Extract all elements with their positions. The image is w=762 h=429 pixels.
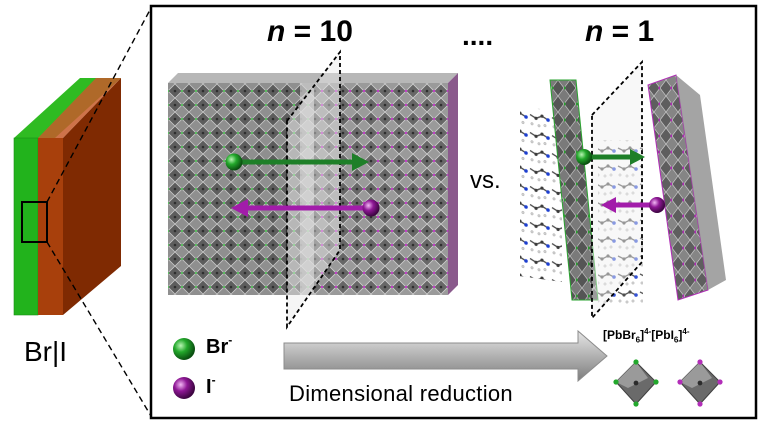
octahedra-formula-label: [PbBr6]4-[PbI6]4- bbox=[603, 327, 690, 344]
zoom-line-bottom bbox=[46, 241, 152, 417]
n1-label-value: = 1 bbox=[611, 15, 655, 48]
n1-bromide-ion-icon bbox=[576, 149, 592, 165]
pbbr6-prefix: [PbBr bbox=[603, 328, 636, 342]
n10-label-n: n bbox=[267, 15, 286, 48]
n1-iodide-migration-arrow bbox=[601, 197, 655, 213]
n10-label: n = 10 bbox=[267, 15, 353, 49]
heterojunction-slab bbox=[13, 78, 121, 316]
pbi6-prefix: [PbI bbox=[651, 328, 674, 342]
legend-iodide-charge: - bbox=[211, 373, 216, 387]
legend-bromide-icon bbox=[173, 338, 195, 360]
pbi6-sub: 6 bbox=[673, 335, 679, 345]
pbbr6-formula: [PbBr6]4- bbox=[603, 327, 652, 345]
n1-layered-structure bbox=[520, 74, 726, 305]
legend-bromide-label: Br- bbox=[206, 333, 233, 359]
interface-label: Br|I bbox=[24, 336, 68, 367]
pbbr6-bracket: ] bbox=[640, 328, 645, 342]
legend-iodide-text: I bbox=[206, 376, 212, 398]
zoom-region-box bbox=[21, 201, 48, 243]
legend-iodide-icon bbox=[173, 377, 195, 399]
legend-bromide-charge: - bbox=[228, 333, 233, 347]
pbi6-bracket: ] bbox=[678, 328, 683, 342]
legend-iodide-label: I- bbox=[206, 373, 216, 399]
n1-bromide-migration-arrow bbox=[590, 149, 645, 165]
n10-iodide-migration-arrow bbox=[231, 199, 370, 217]
pbi6-charge: 4- bbox=[682, 327, 690, 336]
n10-iodide-ion-icon bbox=[362, 199, 380, 217]
pbi6-octahedron-icon bbox=[677, 359, 723, 407]
dimensional-reduction-label: Dimensional reduction bbox=[289, 381, 513, 406]
n1-label: n = 1 bbox=[585, 15, 654, 49]
dimensional-reduction-arrow bbox=[283, 329, 608, 383]
pbbr6-octahedron-icon bbox=[613, 359, 659, 407]
legend-bromide-text: Br bbox=[206, 336, 229, 358]
n10-lattice bbox=[168, 73, 458, 295]
n1-label-n: n bbox=[585, 15, 604, 48]
n10-interface-plane bbox=[286, 49, 341, 330]
vs-label: vs. bbox=[470, 167, 501, 194]
main-panel-frame bbox=[149, 4, 758, 420]
n10-bromide-migration-arrow bbox=[240, 153, 369, 171]
pbbr6-charge: 4- bbox=[644, 327, 652, 336]
zoom-line-top bbox=[46, 7, 152, 203]
n10-label-value: = 10 bbox=[293, 15, 353, 48]
ellipsis-label: .... bbox=[462, 20, 494, 51]
n1-iodide-ion-icon bbox=[649, 197, 665, 213]
n10-bromide-ion-icon bbox=[225, 153, 243, 171]
n1-interface-plane bbox=[591, 59, 643, 321]
pbi6-formula: [PbI6]4- bbox=[651, 327, 690, 345]
pbbr6-sub: 6 bbox=[635, 335, 641, 345]
